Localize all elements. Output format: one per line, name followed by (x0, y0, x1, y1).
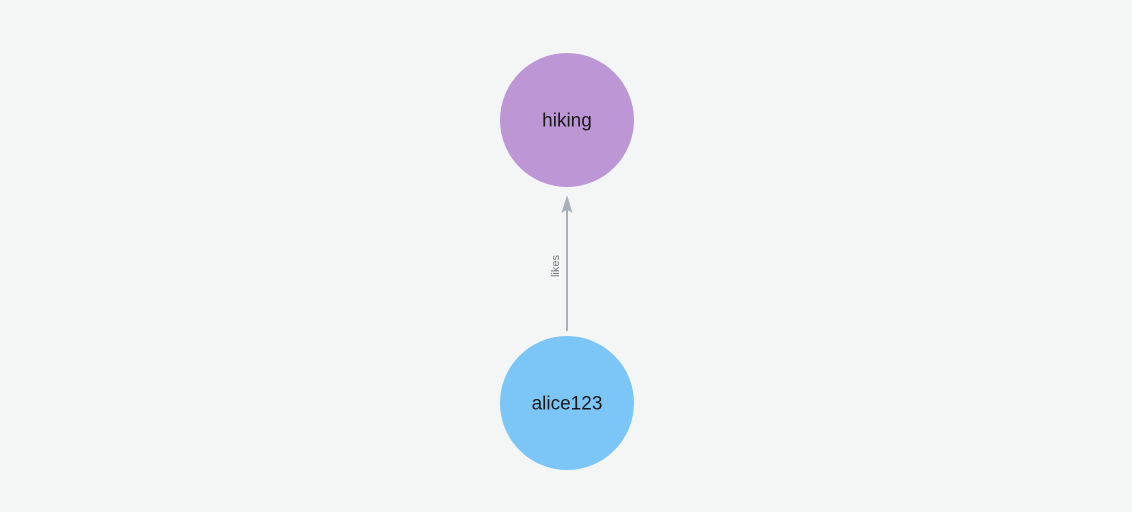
graph-node-alice123[interactable]: alice123 (500, 336, 634, 470)
node-label-hiking: hiking (542, 111, 592, 132)
node-label-alice123: alice123 (532, 394, 603, 415)
graph-edge-alice123-likes-hiking[interactable]: likes (550, 195, 573, 331)
graph-node-hiking[interactable]: hiking (500, 53, 634, 187)
node-circle-hiking[interactable] (500, 53, 634, 187)
edge-label-likes: likes (550, 255, 562, 278)
arrowhead-icon (561, 195, 573, 213)
node-circle-alice123[interactable] (500, 336, 634, 470)
